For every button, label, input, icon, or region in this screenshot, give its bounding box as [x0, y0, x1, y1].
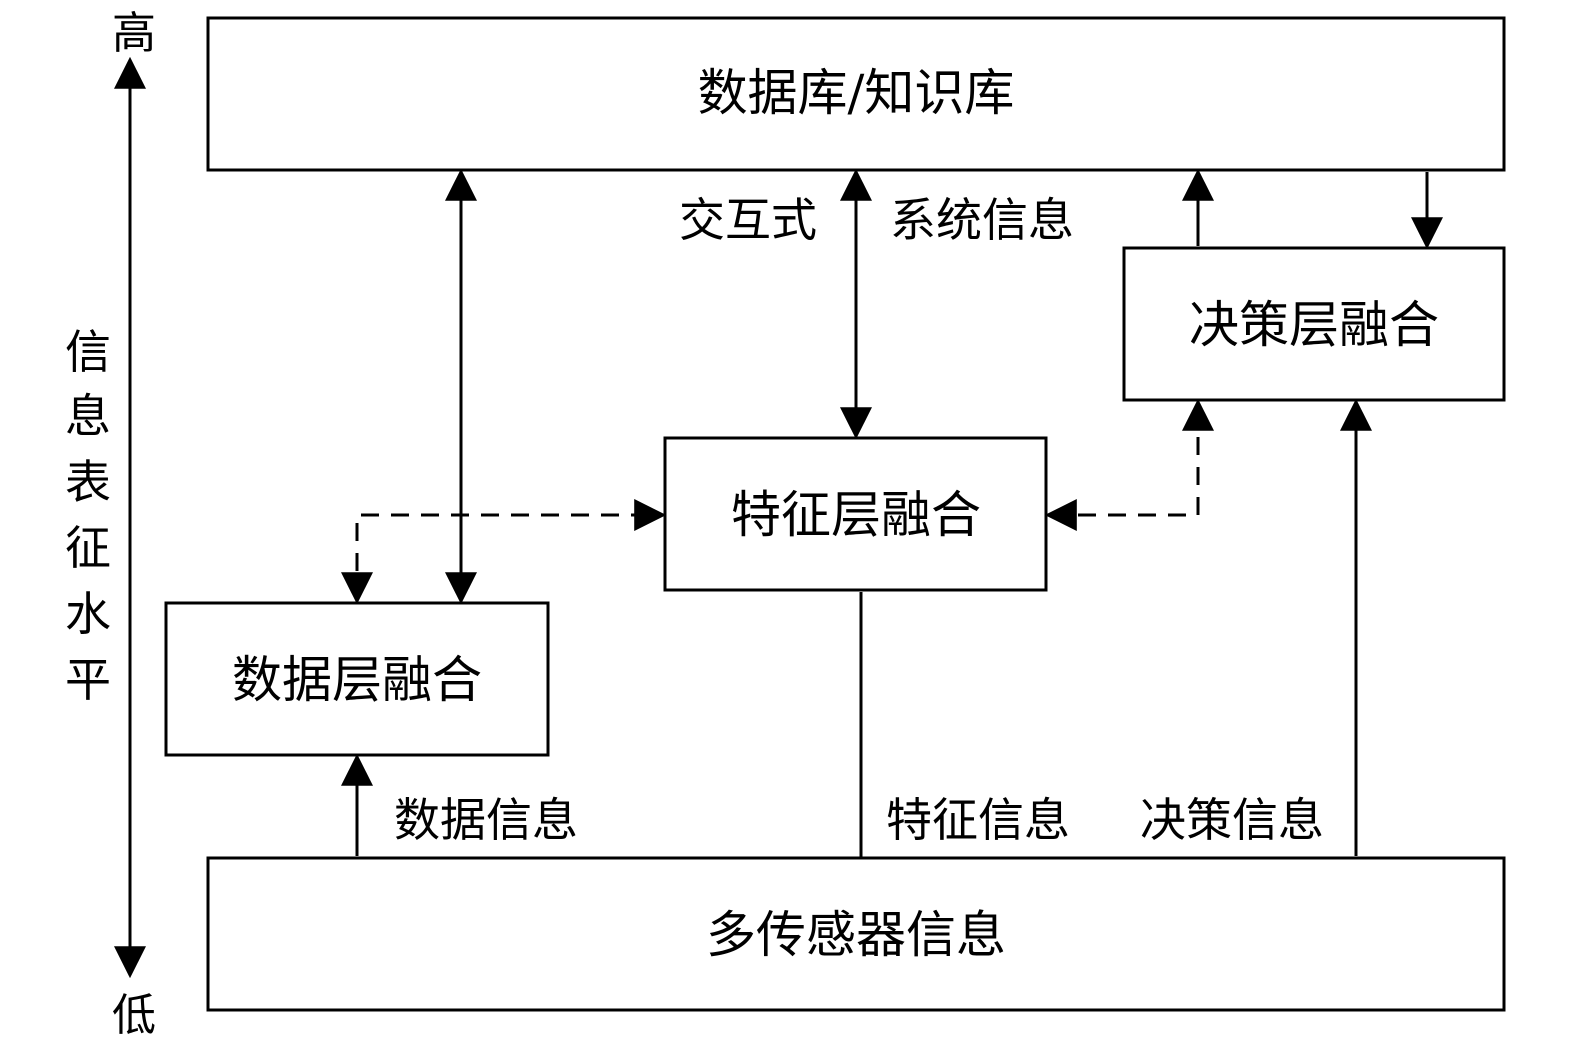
feature-decision-dashed-arrow: [1044, 398, 1214, 531]
decision-fusion-box: 决策层融合: [1122, 246, 1506, 402]
interactive-label: 交互式: [679, 193, 817, 247]
axis-bottom-label: 低: [112, 990, 156, 1041]
feature-fusion-label: 特征层融合: [731, 486, 981, 544]
system-info-label: 系统信息: [890, 193, 1074, 247]
feature-fusion-box: 特征层融合: [663, 436, 1048, 592]
decision-info-label: 决策信息: [1140, 793, 1324, 847]
feature-info-label: 特征信息: [886, 793, 1070, 847]
axis-title-char: 水: [65, 587, 111, 641]
axis-title-char: 表: [65, 455, 111, 509]
axis-title-char: 征: [65, 521, 111, 575]
axis-title-char: 信: [65, 325, 111, 379]
axis-top-label: 高: [112, 8, 156, 59]
data-fusion-box: 数据层融合: [164, 601, 550, 757]
axis-title-char: 息: [65, 389, 111, 443]
database-label: 数据库/知识库: [698, 64, 1015, 122]
decision-fusion-label: 决策层融合: [1189, 296, 1439, 354]
database-box: 数据库/知识库: [206, 16, 1506, 172]
sensor-info-box: 多传感器信息: [206, 856, 1506, 1012]
sensor-info-label: 多传感器信息: [706, 906, 1006, 964]
axis-title-char: 平: [65, 653, 111, 707]
data-info-label: 数据信息: [394, 793, 578, 847]
data-feature-dashed-arrow: [341, 499, 667, 605]
axis-title: 信 息 表 征 水 平: [65, 325, 111, 707]
data-fusion-label: 数据层融合: [232, 651, 482, 709]
